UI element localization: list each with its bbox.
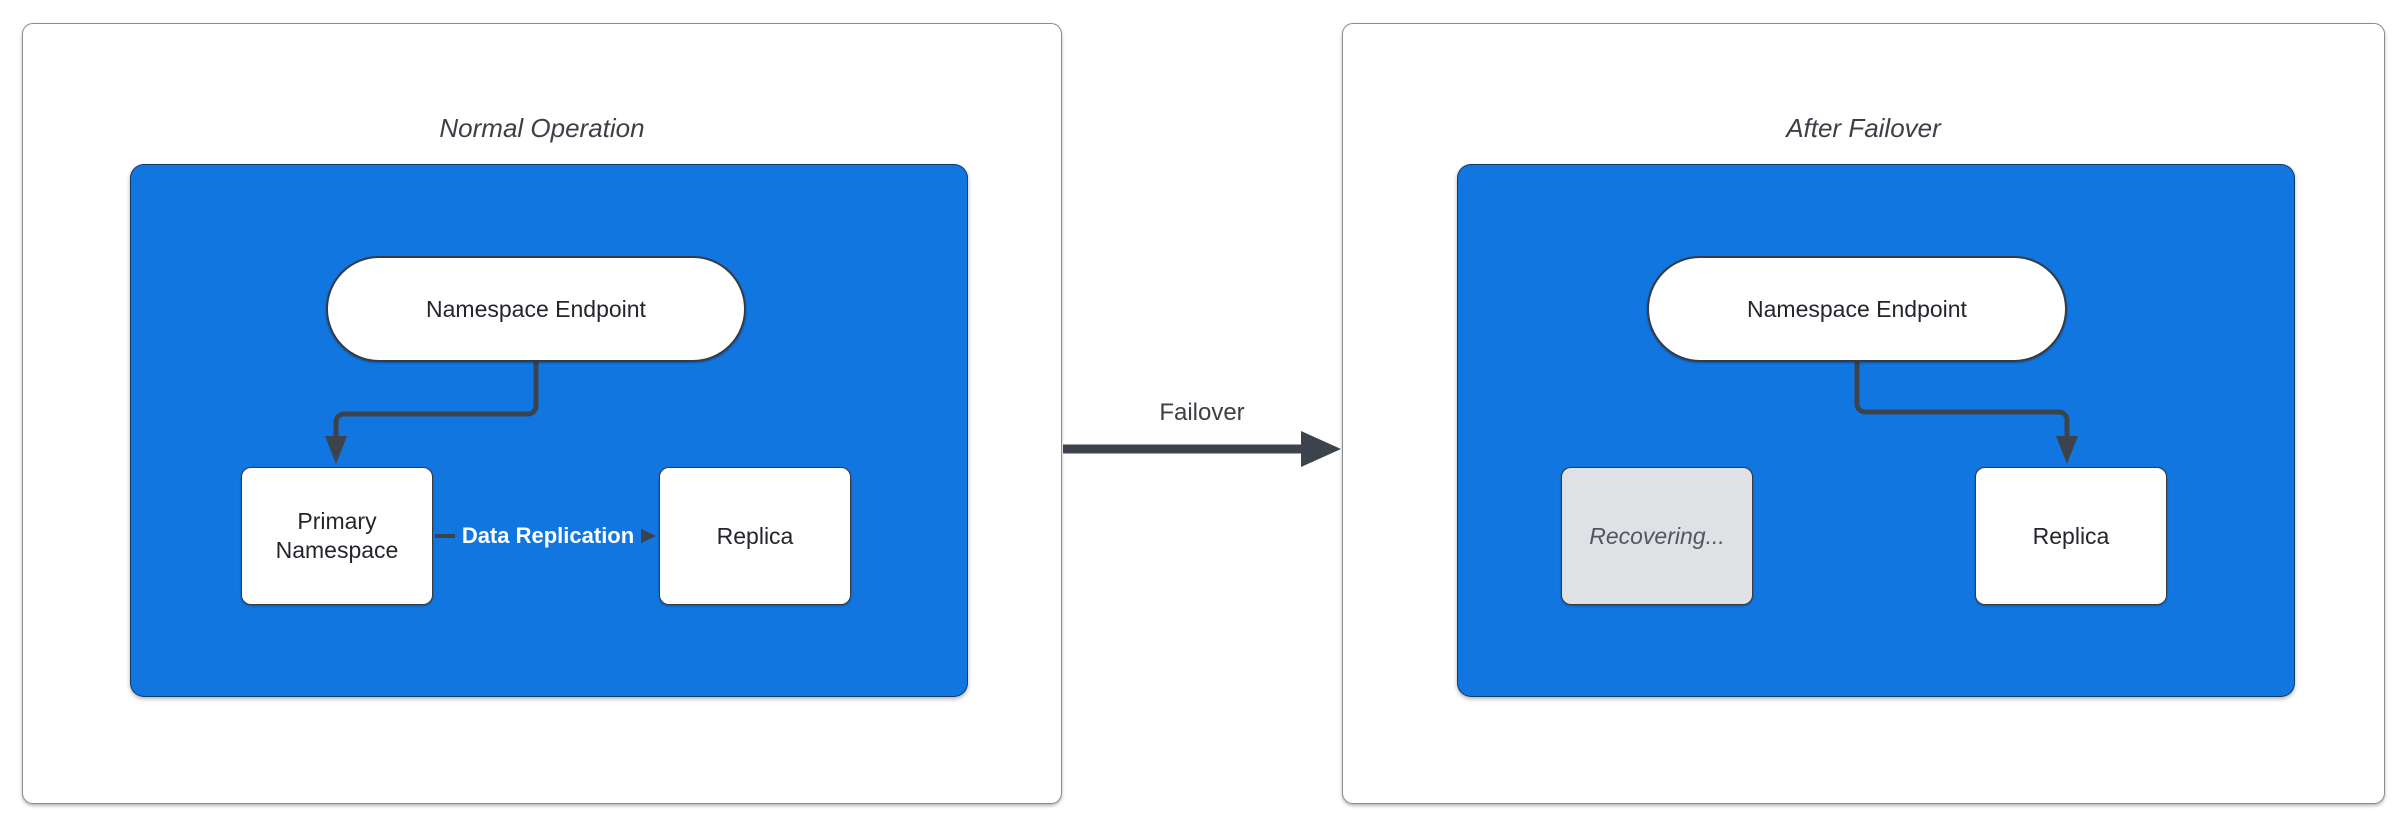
node-primary-namespace: Primary Namespace bbox=[241, 467, 433, 605]
node-recovering: Recovering... bbox=[1561, 467, 1753, 605]
node-namespace-endpoint-failover-label: Namespace Endpoint bbox=[1747, 295, 1967, 322]
namespace-container-failover bbox=[1457, 164, 2295, 697]
node-replica-failover: Replica bbox=[1975, 467, 2167, 605]
node-replica-normal-label: Replica bbox=[716, 522, 794, 549]
data-replication-label: Data Replication bbox=[455, 519, 641, 553]
panel-title-normal-operation: Normal Operation bbox=[439, 113, 645, 143]
node-primary-namespace-label: Primary Namespace bbox=[275, 508, 399, 563]
node-namespace-endpoint-normal-label: Namespace Endpoint bbox=[426, 295, 646, 322]
node-replica-normal: Replica bbox=[659, 467, 851, 605]
node-namespace-endpoint-normal: Namespace Endpoint bbox=[326, 256, 746, 362]
panel-title-after-failover: After Failover bbox=[1786, 113, 1941, 143]
failover-label: Failover bbox=[1159, 399, 1245, 426]
node-recovering-label: Recovering... bbox=[1589, 522, 1725, 549]
namespace-container-normal bbox=[130, 164, 968, 697]
node-replica-failover-label: Replica bbox=[2032, 522, 2110, 549]
node-namespace-endpoint-failover: Namespace Endpoint bbox=[1647, 256, 2067, 362]
failover-arrowhead bbox=[1301, 431, 1341, 467]
